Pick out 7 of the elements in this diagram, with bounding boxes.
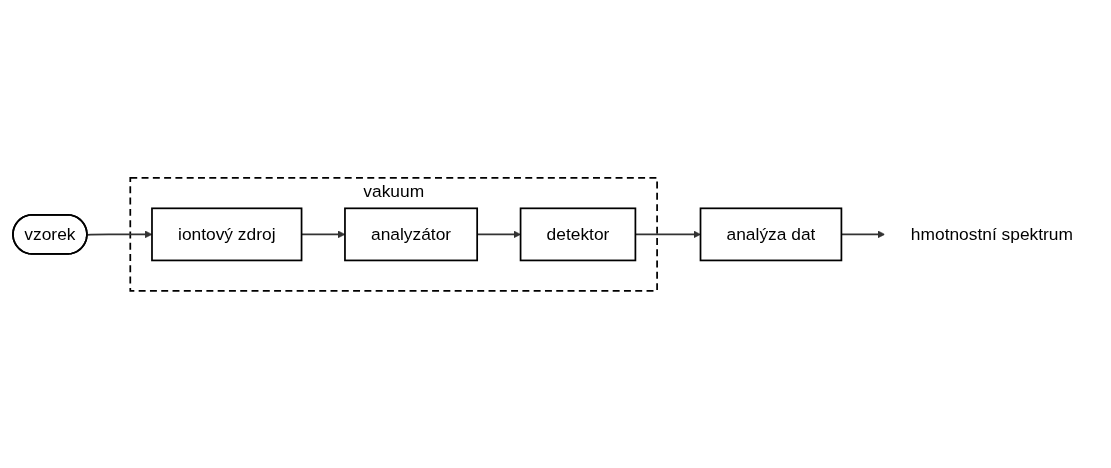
node-text: hmotnostní spektrum [910,224,1073,244]
node-box: detektor [519,207,636,261]
node-box: analýza dat [699,207,842,261]
arrow [634,230,701,238]
node-box: analyzátor [343,207,478,261]
node-box: iontový zdroj [150,207,302,261]
arrow [840,230,885,238]
